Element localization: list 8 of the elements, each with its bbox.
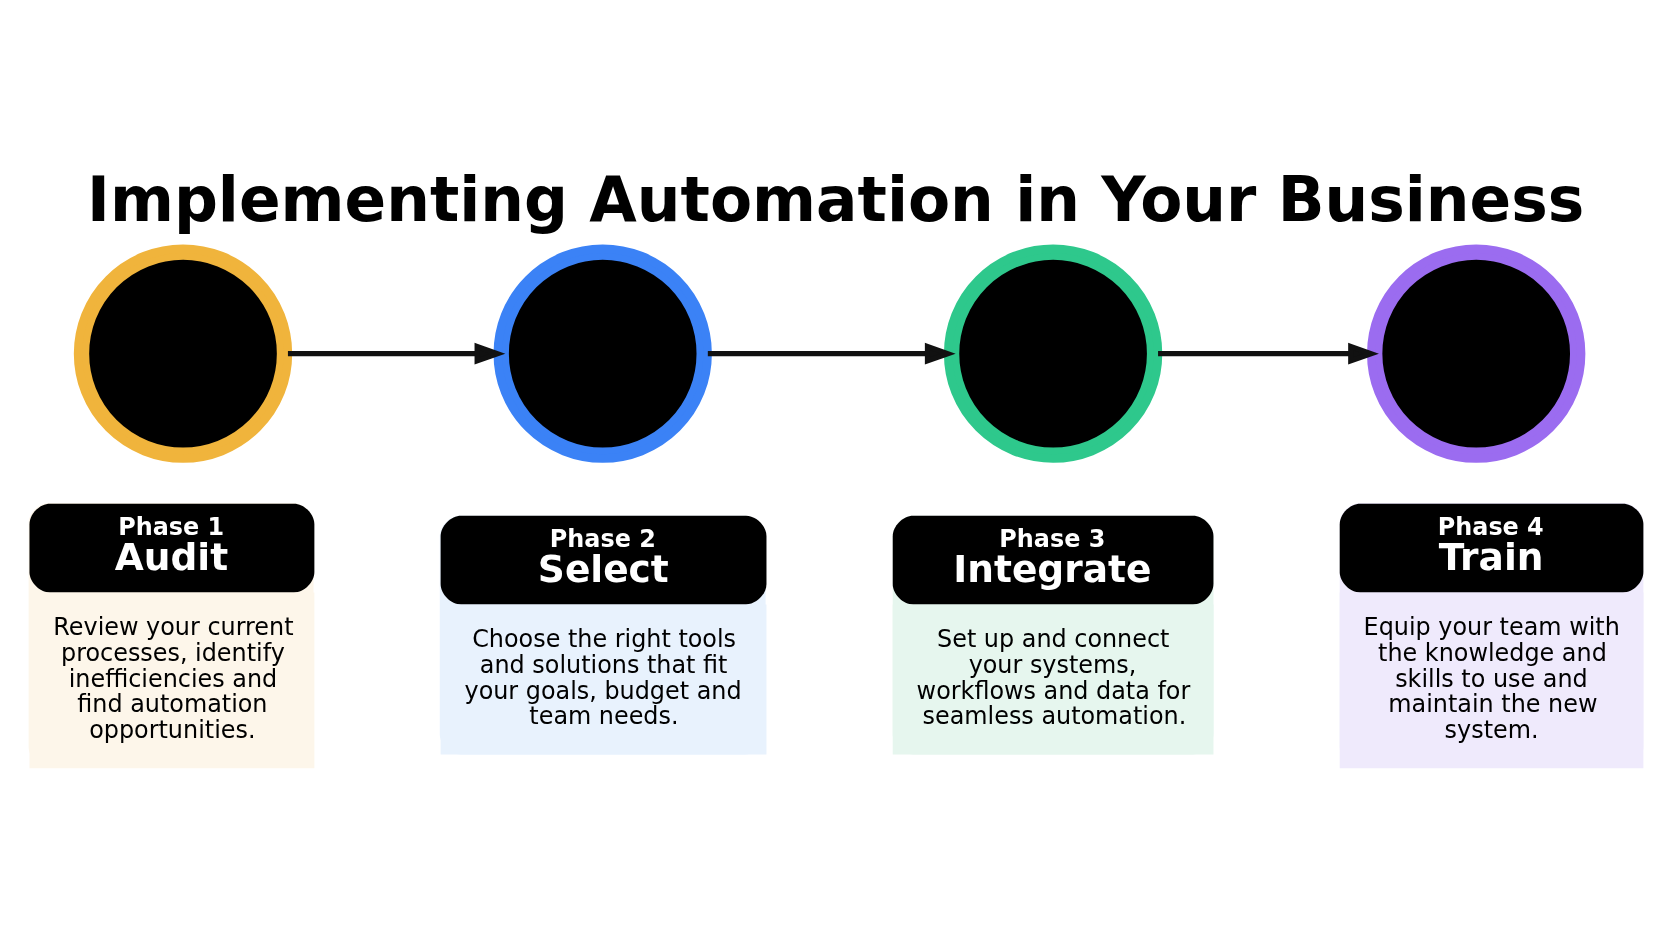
arrow: [707, 342, 956, 364]
node-circle: [1367, 243, 1586, 463]
node-circle: [943, 243, 1163, 463]
arrow: [287, 342, 506, 364]
diagram-title: Implementing Automation in Your Business: [87, 163, 1585, 235]
node-circle: [73, 243, 293, 463]
arrow: [1158, 342, 1379, 364]
node-circle: [493, 243, 712, 463]
